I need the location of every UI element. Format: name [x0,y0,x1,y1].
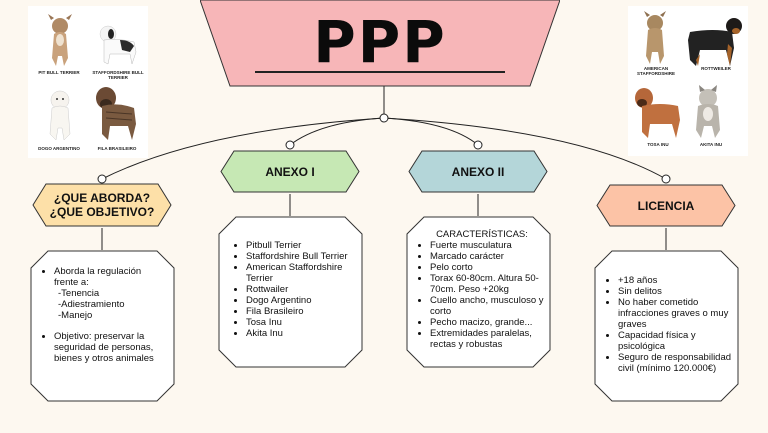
caption-akita-inu: AKITA INU [686,142,736,147]
card-anexo1: Pitbull Terrier Staffordshire Bull Terri… [218,216,363,368]
node-aborda: ¿QUE ABORDA?¿QUE OBJETIVO? [32,183,172,227]
node-licencia: LICENCIA [596,184,736,227]
node-aborda-line2: ¿QUE OBJETIVO? [50,205,155,219]
requirement-item: +18 años [618,275,732,286]
photo-panel-right: AMERICAN STAFFORDSHIRE ROTTWEILER TOSA I… [628,6,748,156]
trait-item: Fuerte musculatura [430,240,546,251]
card-anexo2: CARACTERÍSTICAS: Fuerte musculatura Marc… [406,216,551,368]
staffordshire-bull-terrier-image [96,22,140,66]
breed-item: Pitbull Terrier [246,240,359,251]
caption-pitbull: PIT BULL TERRIER [30,70,88,75]
card-licencia: +18 años Sin delitos No haber cometido i… [594,250,739,402]
breed-item: Tosa Inu [246,317,359,328]
photo-panel-left: PIT BULL TERRIER STAFFORDSHIRE BULL TERR… [28,6,148,158]
pitbull-image [42,12,78,68]
breed-item: Staffordshire Bull Terrier [246,251,359,262]
page-title: PPP [200,8,560,76]
american-staffordshire-image [638,10,672,66]
node-dot-licencia [662,175,670,183]
rottweiler-image [684,14,744,68]
node-anexo1: ANEXO I [220,150,360,193]
trait-item: Extremidades paralelas, rectas y robusta… [430,328,546,350]
node-dot-anexo2 [474,141,482,149]
breed-item: Akita Inu [246,328,359,339]
tosa-inu-image [632,84,684,140]
fila-brasileiro-image [92,84,140,142]
aborda-item1-text: Aborda la regulación frente a: [54,266,141,288]
aborda-item-objetivo: Objetivo: preservar la seguridad de pers… [54,331,167,364]
node-anexo2: ANEXO II [408,150,548,193]
node-dot-center [380,114,388,122]
breed-item: Fila Brasileiro [246,306,359,317]
node-anexo1-label: ANEXO I [265,165,314,179]
trait-item: Pelo corto [430,262,546,273]
caption-rottweiler: ROTTWEILER [688,66,744,71]
caption-tosa-inu: TOSA INU [632,142,684,147]
caption-american-staffordshire: AMERICAN STAFFORDSHIRE [630,66,682,76]
trait-item: Pecho macizo, grande... [430,317,546,328]
title-box: PPP [200,0,560,115]
caption-staffordshire-bull-terrier: STAFFORDSHIRE BULL TERRIER [90,70,146,80]
requirement-item: Sin delitos [618,286,732,297]
aborda-sub-adiestramiento: -Adiestramiento [58,299,167,310]
caption-fila-brasileiro: FILA BRASILEIRO [88,146,146,151]
title-underline [255,71,505,73]
aborda-item-regulacion: Aborda la regulación frente a: -Tenencia… [54,266,167,321]
requirement-item: Capacidad física y psicológica [618,330,732,352]
breed-item: American Staffordshire Terrier [246,262,359,284]
trait-item: Torax 60-80cm. Altura 50-70cm. Peso +20k… [430,273,546,295]
dogo-argentino-image [42,86,78,142]
aborda-sub-manejo: -Manejo [58,310,167,321]
trait-item: Cuello ancho, musculoso y corto [430,295,546,317]
breed-item: Rottwailer [246,284,359,295]
anexo2-heading: CARACTERÍSTICAS: [418,229,546,240]
requirement-item: No haber cometido infracciones graves o … [618,297,732,330]
node-aborda-line1: ¿QUE ABORDA? [54,191,150,205]
node-anexo2-label: ANEXO II [452,165,505,179]
aborda-sub-tenencia: -Tenencia [58,288,167,299]
trait-item: Marcado carácter [430,251,546,262]
requirement-item: Seguro de responsabilidad civil (mínimo … [618,352,732,374]
caption-dogo-argentino: DOGO ARGENTINO [30,146,88,151]
node-dot-anexo1 [286,141,294,149]
breed-item: Dogo Argentino [246,295,359,306]
card-aborda: Aborda la regulación frente a: -Tenencia… [30,250,175,402]
akita-inu-image [688,84,728,140]
node-dot-aborda [98,175,106,183]
node-licencia-label: LICENCIA [638,199,695,213]
